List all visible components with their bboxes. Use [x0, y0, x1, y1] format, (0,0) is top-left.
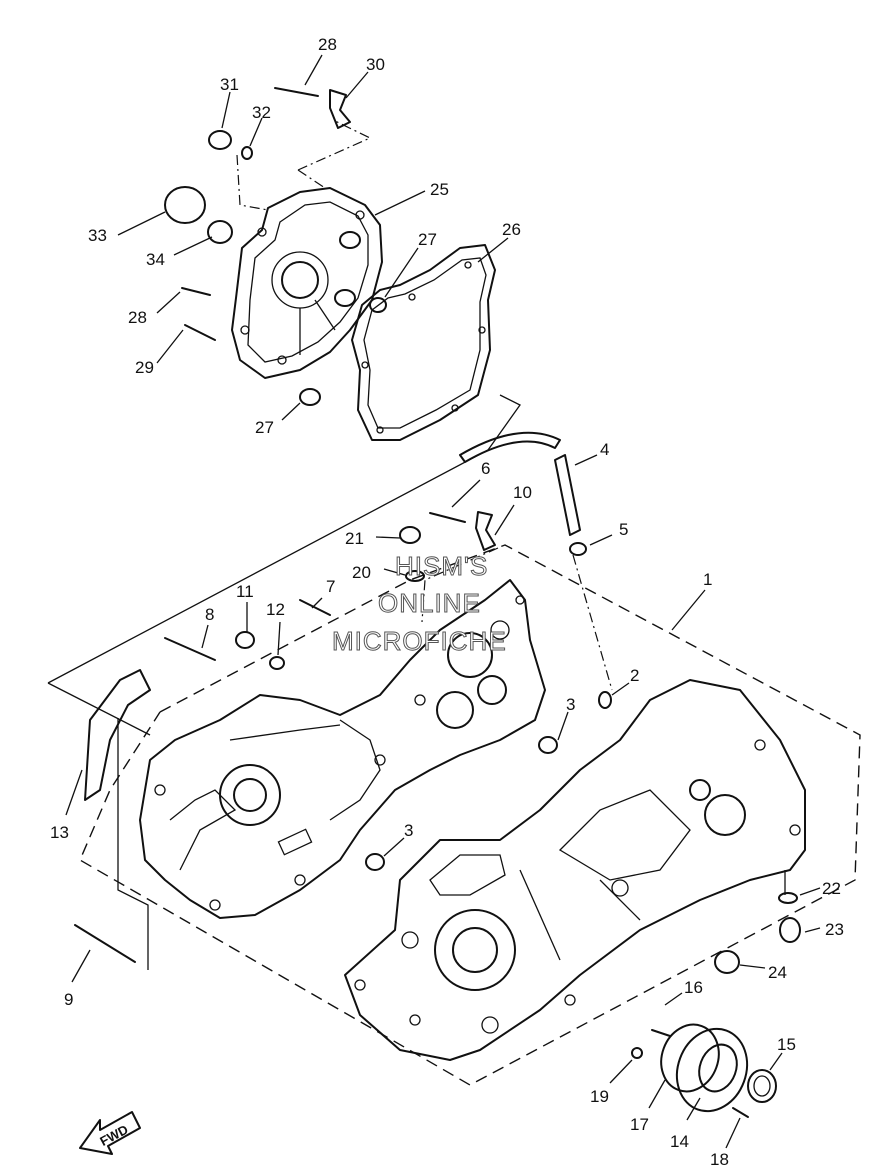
callout-3a: 3 — [566, 695, 575, 714]
callout-14: 14 — [670, 1132, 689, 1151]
watermark: HISM'S ONLINE MICROFICHE — [332, 551, 507, 657]
callout-11: 11 — [236, 582, 254, 601]
callout-labels: 1 2 3 3 4 5 6 7 8 9 10 11 12 13 14 15 16… — [50, 35, 844, 1169]
watermark-line-3: MICROFICHE — [332, 626, 507, 656]
callout-16: 16 — [684, 978, 703, 997]
assembly-outline-lines — [47, 119, 861, 1086]
callout-2: 2 — [630, 666, 639, 685]
callout-9: 9 — [64, 990, 73, 1009]
left-crankcase — [139, 579, 546, 919]
callout-24: 24 — [768, 963, 787, 982]
callout-8: 8 — [205, 605, 214, 624]
callout-34: 34 — [146, 250, 165, 269]
callout-5: 5 — [619, 520, 628, 539]
callout-27b: 27 — [255, 418, 274, 437]
callout-22: 22 — [822, 879, 841, 898]
callout-6: 6 — [481, 459, 490, 478]
callout-30: 30 — [366, 55, 385, 74]
fwd-label: FWD — [97, 1122, 130, 1149]
callout-28b: 28 — [128, 308, 147, 327]
cover-gasket — [351, 244, 496, 441]
forward-direction-arrow: FWD — [79, 1111, 141, 1155]
callout-25: 25 — [430, 180, 449, 199]
callout-17: 17 — [630, 1115, 649, 1134]
callout-28a: 28 — [318, 35, 337, 54]
callout-4: 4 — [600, 440, 609, 459]
callout-23: 23 — [825, 920, 844, 939]
side-cover — [660, 1023, 777, 1113]
watermark-line-1: HISM'S — [395, 551, 488, 581]
callout-1: 1 — [703, 570, 712, 589]
watermark-line-2: ONLINE — [378, 588, 481, 618]
crankcase-cover — [231, 187, 383, 379]
small-parts — [74, 87, 801, 1118]
leader-lines — [65, 54, 821, 1149]
callout-3b: 3 — [404, 821, 413, 840]
callout-12: 12 — [266, 600, 285, 619]
callout-13: 13 — [50, 823, 69, 842]
right-crankcase — [344, 679, 806, 1061]
callout-10: 10 — [513, 483, 532, 502]
callout-29: 29 — [135, 358, 154, 377]
callout-15: 15 — [777, 1035, 796, 1054]
callout-7: 7 — [326, 577, 335, 596]
callout-31: 31 — [220, 75, 239, 94]
callout-19: 19 — [590, 1087, 609, 1106]
callout-27a: 27 — [418, 230, 437, 249]
callout-18: 18 — [710, 1150, 729, 1169]
callout-21: 21 — [345, 529, 364, 548]
callout-26: 26 — [502, 220, 521, 239]
callout-20: 20 — [352, 563, 371, 582]
callout-32: 32 — [252, 103, 271, 122]
callout-33: 33 — [88, 226, 107, 245]
